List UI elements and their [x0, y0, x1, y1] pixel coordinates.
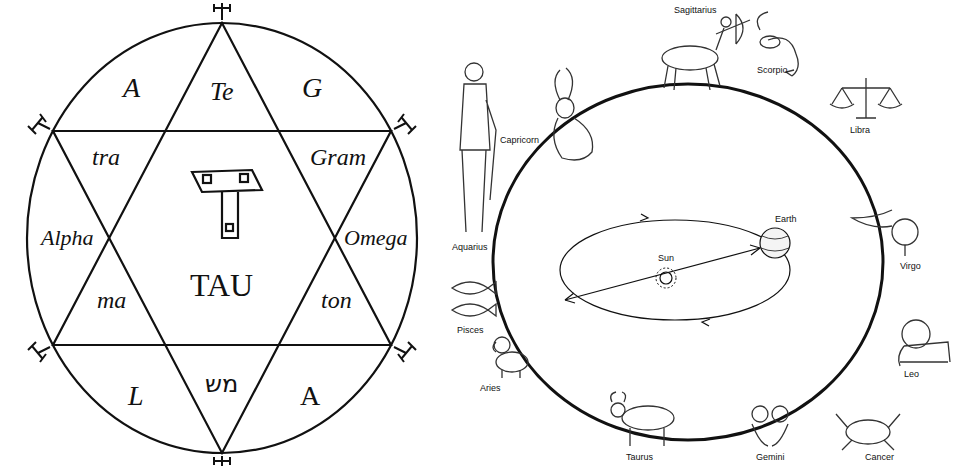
- body-name: Sun: [658, 254, 674, 263]
- center-word: TAU: [190, 269, 253, 301]
- corner-letter: A: [123, 74, 140, 102]
- zodiac-drawing: [493, 84, 883, 440]
- sign-name: Leo: [904, 370, 919, 379]
- sign-name: Aquarius: [452, 243, 488, 252]
- sign-name: Gemini: [756, 453, 785, 462]
- corner-letter: G: [302, 74, 322, 102]
- corner-letter: A: [300, 382, 320, 410]
- sign-name: Cancer: [865, 453, 894, 462]
- word-part: ton: [321, 288, 352, 312]
- body-name: Earth: [775, 215, 797, 224]
- sign-name: Taurus: [626, 453, 653, 462]
- corner-letter: L: [128, 382, 144, 410]
- word-part: ma: [97, 288, 126, 312]
- zodiac-figures: [452, 12, 950, 450]
- seal-drawing: [27, 3, 417, 466]
- sign-name: Libra: [850, 126, 870, 135]
- side-word: Omega: [344, 227, 408, 249]
- sign-name: Sagittarius: [674, 6, 717, 15]
- sign-name: Virgo: [900, 262, 921, 271]
- word-part: tra: [92, 145, 120, 169]
- sign-name: Aries: [480, 384, 501, 393]
- hebrew-letters: מש: [205, 372, 238, 396]
- side-word: Alpha: [41, 227, 94, 249]
- word-part: Gram: [310, 145, 366, 169]
- word-part: Te: [210, 79, 234, 105]
- sign-name: Scorpio: [757, 66, 788, 75]
- sign-name: Capricorn: [500, 136, 539, 145]
- sign-name: Pisces: [457, 326, 484, 335]
